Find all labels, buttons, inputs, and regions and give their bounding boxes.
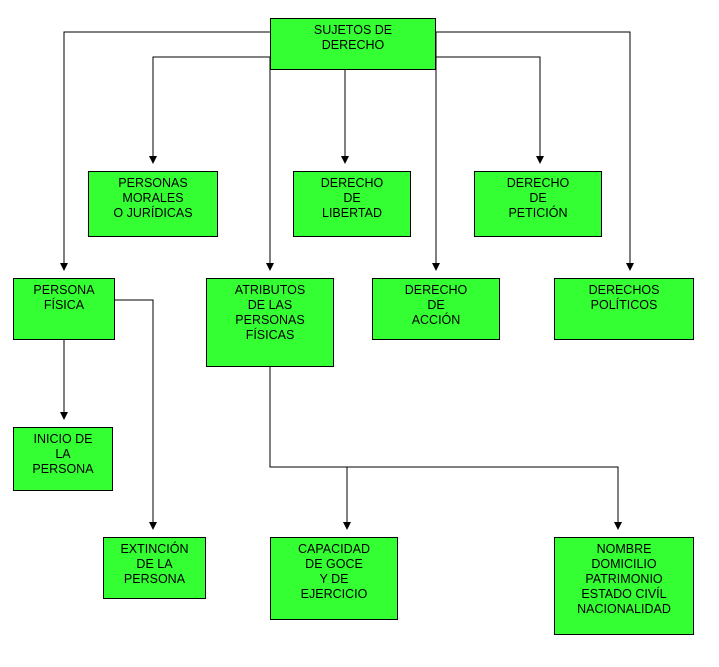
node-personas-morales: PERSONAS MORALES O JURÍDICAS [88,171,218,237]
node-extincion-de-la-persona: EXTINCIÓN DE LA PERSONA [103,537,206,599]
node-nombre-line-1: NOMBRE [596,542,652,556]
node-derechos-politicos: DERECHOS POLÍTICOS [554,278,694,340]
node-derecho-de-accion: DERECHO DE ACCIÓN [372,278,500,340]
edge-sujetos-morales [149,56,270,164]
node-atributos-personas-fisicas: ATRIBUTOS DE LAS PERSONAS FÍSICAS [206,278,334,367]
node-politicos-line-2: POLÍTICOS [590,298,658,312]
node-nombre-domicilio-patrimonio: NOMBRE DOMICILIO PATRIMONIO ESTADO CIVÍL… [554,537,694,635]
node-nombre-line-4: ESTADO CIVÍL [581,587,667,601]
node-capacidad-line-4: EJERCICIO [300,587,368,601]
node-capacidad-goce-ejercicio: CAPACIDAD DE GOCE Y DE EJERCICIO [270,537,398,620]
node-morales-line-2: MORALES [122,191,184,205]
node-morales-line-1: PERSONAS [118,176,188,190]
node-capacidad-line-1: CAPACIDAD [297,542,370,556]
edge-sujetos-peticion [436,56,544,164]
node-inicio-line-1: INICIO DE [33,432,93,446]
node-libertad-line-3: LIBERTAD [322,206,382,220]
node-capacidad-line-2: DE GOCE [305,557,363,571]
node-nombre-line-5: NACIONALIDAD [577,602,671,616]
node-accion-line-1: DERECHO [404,283,468,297]
node-extincion-line-3: PERSONA [123,572,186,586]
node-peticion-line-3: PETICIÓN [508,206,568,220]
node-inicio-line-3: PERSONA [32,462,94,476]
node-derecho-de-peticion: DERECHO DE PETICIÓN [474,171,602,237]
node-nombre-line-2: DOMICILIO [591,557,657,571]
node-accion-line-3: ACCIÓN [411,313,461,327]
edge-sujetos-fisica [60,31,270,271]
node-atributos-line-4: FÍSICAS [245,328,295,342]
node-politicos-line-1: DERECHOS [588,283,660,297]
edge-fisica-extincion [115,299,157,530]
node-inicio-de-la-persona: INICIO DE LA PERSONA [13,427,113,491]
node-libertad-line-1: DERECHO [320,176,384,190]
node-persona-fisica: PERSONA FÍSICA [13,278,115,340]
node-fisica-line-2: FÍSICA [43,298,85,312]
node-sujetos-de-derecho: SUJETOS DE DERECHO [270,18,436,70]
node-derecho-de-libertad: DERECHO DE LIBERTAD [293,171,411,237]
node-atributos-line-1: ATRIBUTOS [234,283,306,297]
node-atributos-line-3: PERSONAS [235,313,305,327]
node-sujetos-line-1: SUJETOS DE [313,23,393,37]
node-capacidad-line-3: Y DE [319,572,349,586]
node-accion-line-2: DE [427,298,445,312]
edge-atributos-capacidad [269,367,351,530]
node-atributos-line-2: DE LAS [247,298,293,312]
node-fisica-line-1: PERSONA [33,283,95,297]
edge-sujetos-politicos [436,31,634,271]
node-extincion-line-2: DE LA [136,557,173,571]
node-libertad-line-2: DE [343,191,361,205]
node-sujetos-line-2: DERECHO [321,38,385,52]
node-peticion-line-2: DE [529,191,547,205]
node-peticion-line-1: DERECHO [506,176,570,190]
node-inicio-line-2: LA [55,447,71,461]
node-morales-line-3: O JURÍDICAS [113,206,193,220]
node-extincion-line-1: EXTINCIÓN [120,542,189,556]
node-nombre-line-3: PATRIMONIO [585,572,663,586]
edge-atributos-nombre [347,466,622,530]
